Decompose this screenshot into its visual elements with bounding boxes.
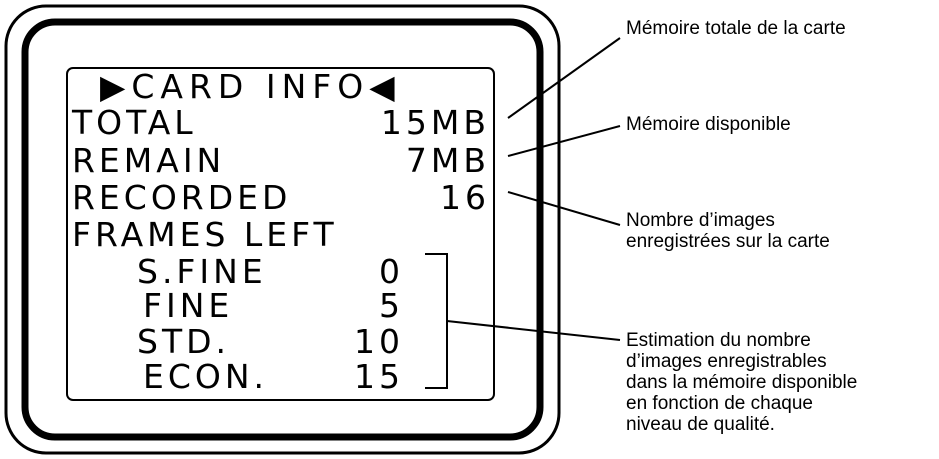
row-recorded-value: 16 [440,178,490,217]
frames-econ-label: ECON. [143,357,269,396]
row-remain-label: REMAIN [72,141,226,180]
lcd-frame [66,67,495,401]
callout-estimate-line-2: d’images enregistrables [626,351,827,372]
leader-remain [507,125,621,157]
row-total-label: TOTAL [72,103,197,142]
lcd-title-text: CARD INFO [131,67,370,106]
frames-bracket [425,253,448,389]
frames-std-label: STD. [137,322,231,361]
callout-recorded-line-2: enregistrées sur la carte [626,231,830,252]
frames-left-label: FRAMES LEFT [72,215,338,254]
callout-total: Mémoire totale de la carte [626,18,846,39]
lcd-title: ▶CARD INFO◀ [100,70,401,103]
frames-econ-value: 15 [354,357,404,396]
leader-estimate [446,320,621,341]
callout-estimate-line-3: dans la mémoire disponible [626,372,858,393]
outer-bezel [4,4,561,455]
leader-recorded [507,191,621,226]
callout-remain: Mémoire disponible [626,114,791,135]
callout-estimate-line-1: Estimation du nombre [626,330,811,351]
frames-fine-value: 5 [379,286,404,325]
callout-estimate-line-5: niveau de qualité. [626,414,775,435]
frames-sfine-value: 0 [379,252,404,291]
row-remain-value: 7MB [405,141,490,180]
callout-estimate: Estimation du nombre d’images enregistra… [626,330,857,435]
callout-estimate-line-4: en fonction de chaque [626,393,813,414]
title-right-arrow-icon: ◀ [369,67,401,106]
row-total-value: 15MB [380,103,490,142]
frames-fine-label: FINE [143,286,234,325]
leader-total [507,37,621,119]
row-recorded-label: RECORDED [72,178,292,217]
frames-std-value: 10 [354,322,404,361]
frames-sfine-label: S.FINE [137,252,267,291]
callout-recorded-line-1: Nombre d’images [626,210,775,231]
callout-recorded: Nombre d’images enregistrées sur la cart… [626,210,830,252]
title-left-arrow-icon: ▶ [100,67,132,106]
inner-bezel [21,18,544,441]
